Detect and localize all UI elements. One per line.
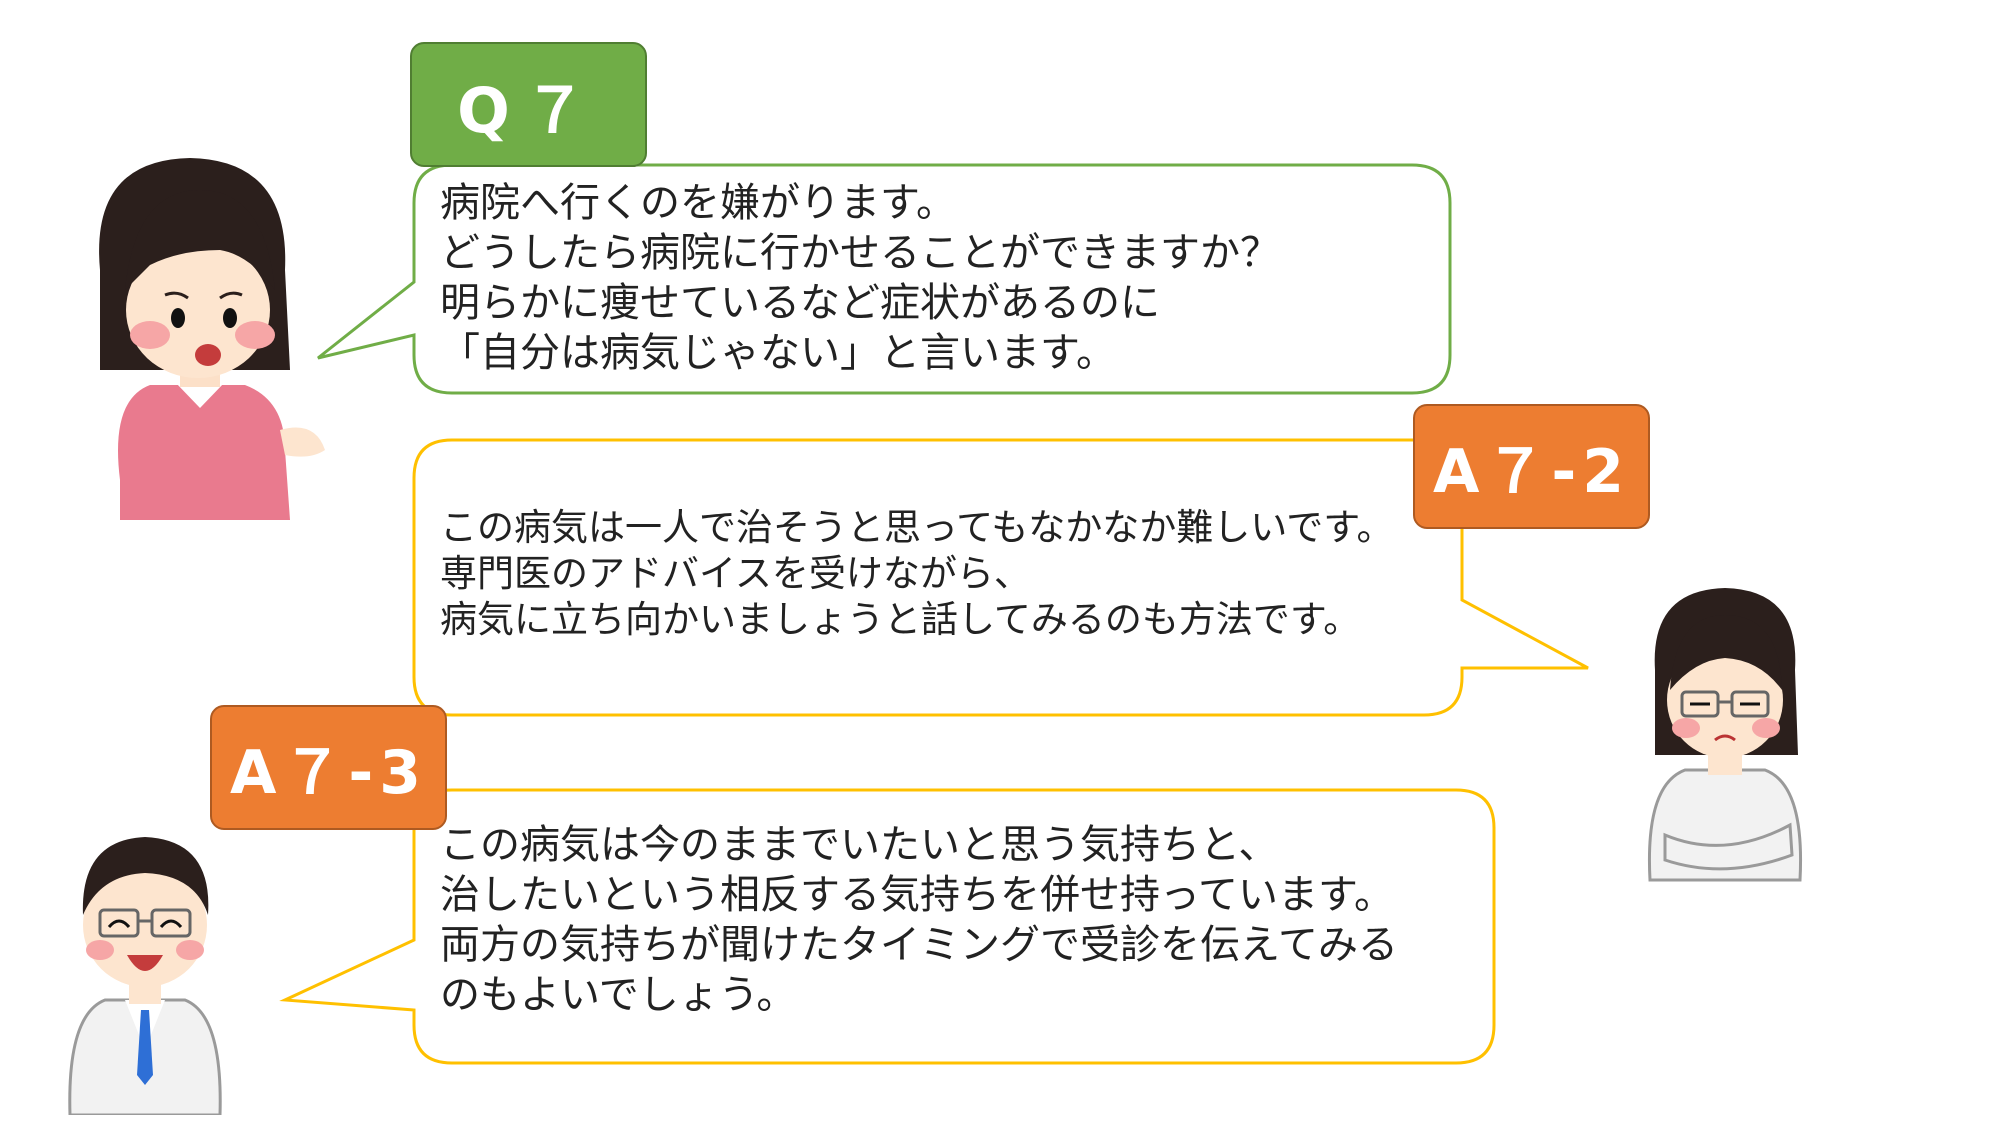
question-line: どうしたら病院に行かせることができますか？ (440, 230, 1280, 276)
female-doctor-illustration (1647, 588, 1803, 882)
answer-3-text: この病気は今のままでいたいと思う気持ちと、 治したいという相反する気持ちを併せ持… (440, 820, 1398, 1020)
question-line: 明らかに痩せているなど症状があるのに (440, 280, 1160, 326)
answer-2-line: 病気に立ち向かいましょうと話してみるのも方法です。 (440, 598, 1361, 641)
question-label: Q７ (410, 42, 647, 167)
question-line: 「自分は病気じゃない」と言います。 (440, 330, 1116, 376)
answer-3-line: 治したいという相反する気持ちを併せ持っています。 (440, 872, 1394, 918)
answer-3-line: この病気は今のままでいたいと思う気持ちと、 (440, 822, 1279, 868)
answer-2-line: 専門医のアドバイスを受けながら、 (440, 552, 1031, 595)
mother-illustration (99, 158, 325, 520)
question-line: 病院へ行くのを嫌がります。 (440, 180, 956, 226)
question-bubble (317, 163, 1452, 395)
question-text: 病院へ行くのを嫌がります。 どうしたら病院に行かせることができますか？ 明らかに… (440, 178, 1280, 378)
answer-2-line: この病気は一人で治そうと思ってもなかなか難しいです。 (440, 506, 1394, 549)
male-doctor-illustration (68, 837, 222, 1115)
answer-3-label: A７-3 (210, 705, 447, 830)
answer-2-text: この病気は一人で治そうと思ってもなかなか難しいです。 専門医のアドバイスを受けな… (440, 505, 1394, 643)
answer-2-label: A７-2 (1413, 404, 1650, 529)
answer-3-line: 両方の気持ちが聞けたタイミングで受診を伝えてみる (440, 922, 1398, 968)
answer-3-line: のもよいでしょう。 (440, 972, 797, 1018)
